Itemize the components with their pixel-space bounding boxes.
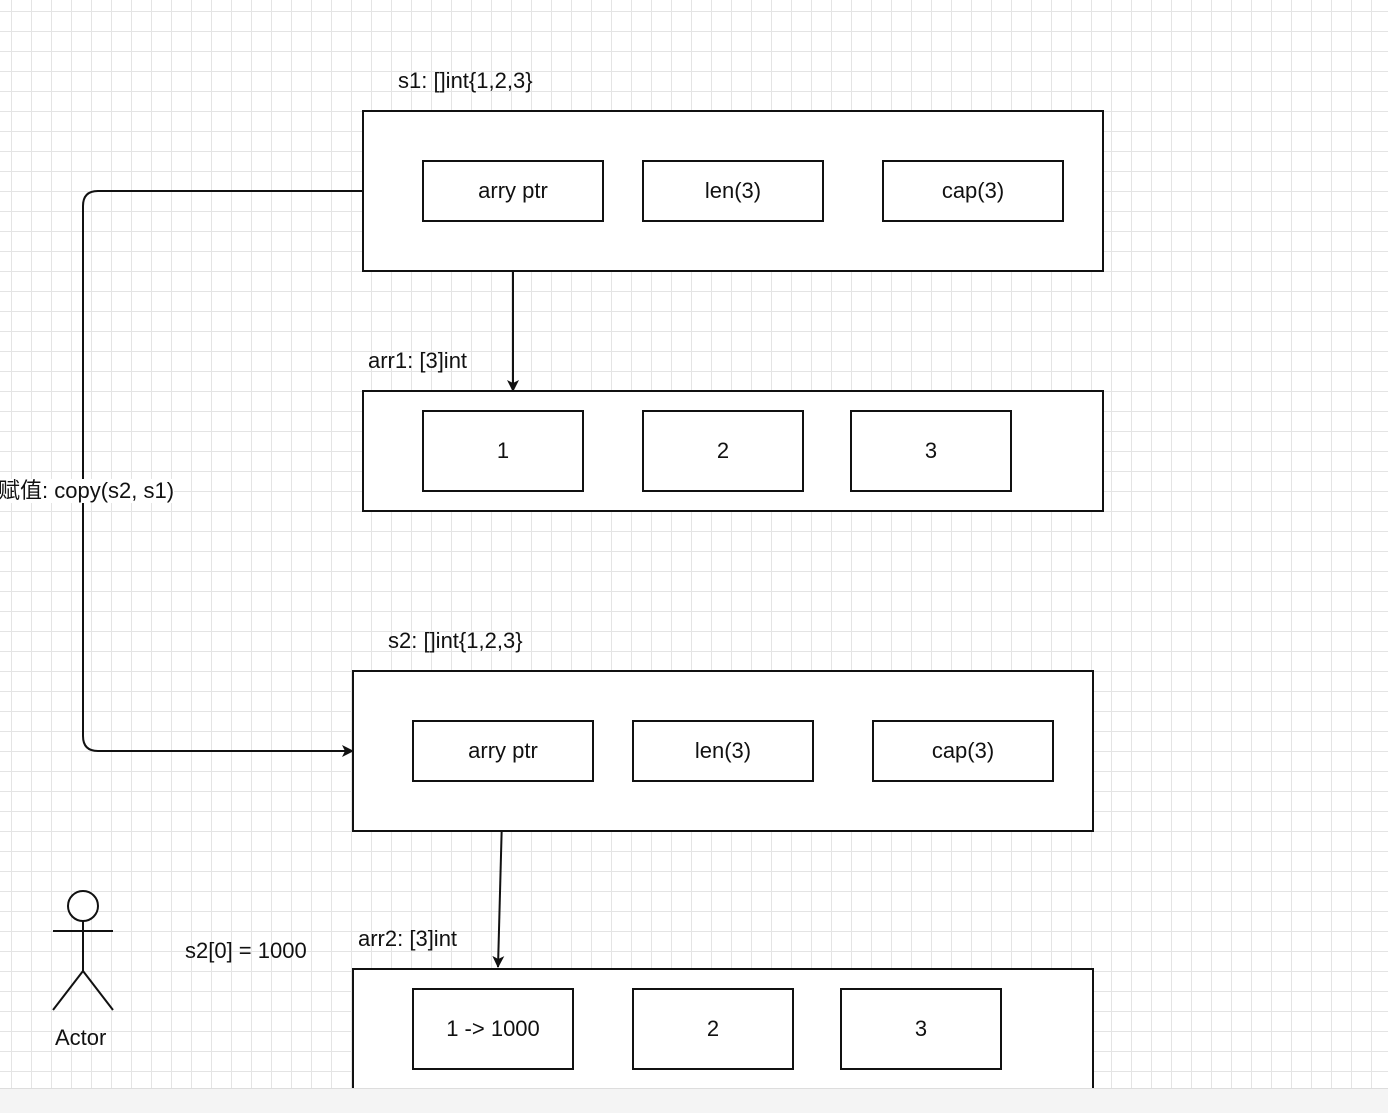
s1-field-array-ptr[interactable]: arry ptr [422, 160, 604, 222]
actor-left-leg [52, 970, 84, 1011]
mutation-label: s2[0] = 1000 [185, 938, 307, 963]
s2-field-len[interactable]: len(3) [632, 720, 814, 782]
arr2-element-1[interactable]: 2 [632, 988, 794, 1070]
arr2-element-0[interactable]: 1 -> 1000 [412, 988, 574, 1070]
canvas-bottom-edge [0, 1088, 1388, 1113]
s2-title: s2: []int{1,2,3} [388, 628, 523, 653]
actor-head [67, 890, 99, 922]
s1-to-s2-copy-arrow[interactable] [82, 190, 363, 757]
s2-field-array-ptr[interactable]: arry ptr [412, 720, 594, 782]
arr2-element-2[interactable]: 3 [840, 988, 1002, 1070]
arr1-element-1[interactable]: 2 [642, 410, 804, 492]
arr1-element-0[interactable]: 1 [422, 410, 584, 492]
arr1-element-2[interactable]: 3 [850, 410, 1012, 492]
actor-label: Actor [55, 1025, 107, 1050]
actor-figure[interactable] [52, 890, 114, 1011]
actor-right-leg [82, 970, 114, 1011]
s1-field-len[interactable]: len(3) [642, 160, 824, 222]
arr1-title: arr1: [3]int [368, 348, 468, 373]
assign-edge-label: 赋值: copy(s2, s1) [0, 478, 175, 503]
s2-field-cap[interactable]: cap(3) [872, 720, 1054, 782]
s1-field-cap[interactable]: cap(3) [882, 160, 1064, 222]
arr2-title: arr2: [3]int [358, 926, 458, 951]
s1-title: s1: []int{1,2,3} [398, 68, 533, 93]
